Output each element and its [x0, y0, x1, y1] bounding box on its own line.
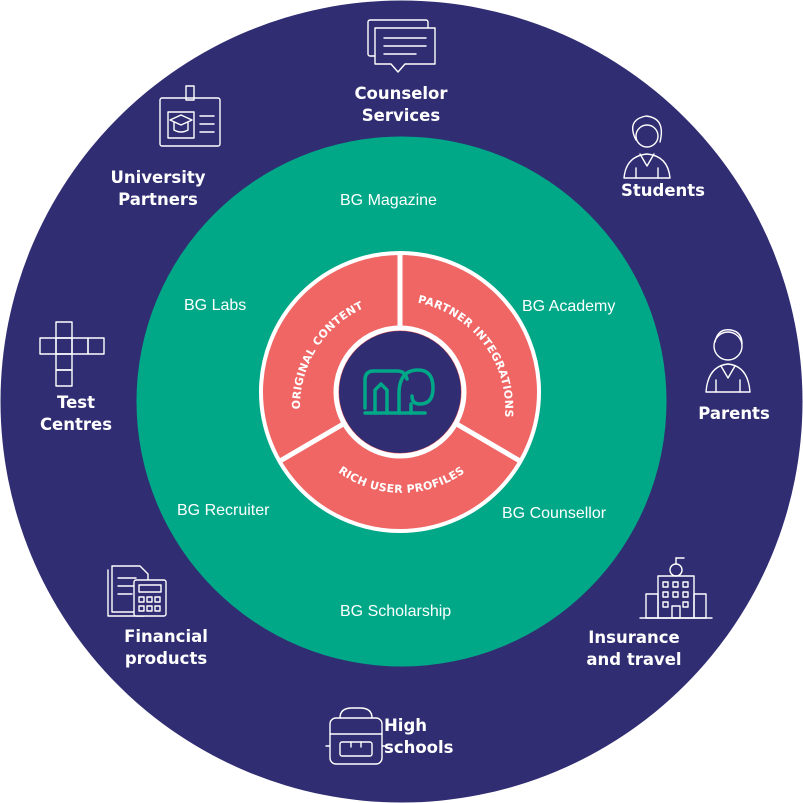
label-bg-academy: BG Academy — [522, 298, 616, 315]
crossword-icon — [39, 321, 105, 387]
chat-bubbles-icon — [367, 19, 436, 73]
label-bg-scholarship: BG Scholarship — [340, 603, 452, 620]
parent-icon — [705, 329, 751, 393]
label-bg-labs: BG Labs — [184, 297, 247, 314]
inner-ring-divider — [333, 325, 467, 459]
building-icon — [639, 557, 713, 619]
segment-divider — [453, 420, 522, 464]
backpack-icon — [325, 707, 387, 765]
segment-divider — [278, 420, 347, 464]
id-badge-icon — [159, 85, 221, 147]
label-bg-magazine: BG Magazine — [340, 192, 437, 209]
label-students: Students — [621, 181, 705, 200]
elephant-logo-icon — [363, 368, 435, 415]
calculator-icon — [107, 565, 167, 617]
label-bg-recruiter: BG Recruiter — [177, 502, 270, 519]
student-icon — [623, 115, 671, 179]
label-parents: Parents — [698, 404, 770, 423]
label-bg-counsellor: BG Counsellor — [502, 505, 607, 522]
